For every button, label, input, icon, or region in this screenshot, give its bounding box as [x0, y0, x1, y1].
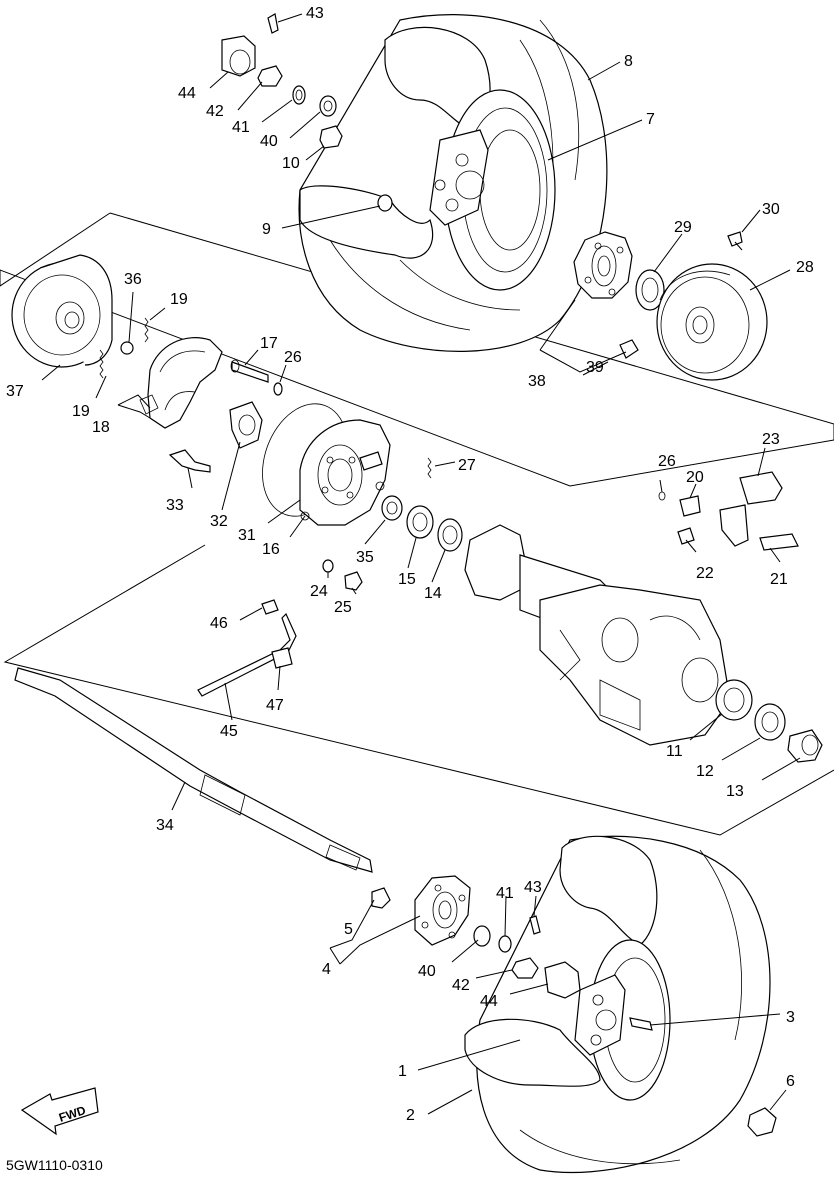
- callout-1: 1: [398, 1063, 407, 1080]
- callout-38: 38: [528, 373, 546, 390]
- callout-26-right: 26: [658, 453, 676, 470]
- callout-20: 20: [686, 469, 704, 486]
- callout-26-left: 26: [284, 349, 302, 366]
- axle-housing: [464, 524, 731, 746]
- callout-34: 34: [156, 817, 174, 834]
- callout-45: 45: [220, 723, 238, 740]
- callout-23: 23: [762, 431, 780, 448]
- callout-41-lower: 41: [496, 885, 514, 902]
- callout-44-lower: 44: [480, 993, 498, 1010]
- callout-46: 46: [210, 615, 228, 632]
- backing-plate: [262, 403, 432, 526]
- callout-43: 43: [306, 5, 324, 22]
- callout-13: 13: [726, 783, 744, 800]
- callout-29: 29: [674, 219, 692, 236]
- callout-9: 9: [262, 221, 271, 238]
- leader-lines: [41, 13, 801, 1115]
- callout-14: 14: [424, 585, 442, 602]
- brake-drum-left: [11, 254, 113, 368]
- callout-17: 17: [260, 335, 278, 352]
- axle-bearings-right: [715, 679, 823, 763]
- callout-25: 25: [334, 599, 352, 616]
- axle-bearings-left: [322, 495, 463, 591]
- callout-8: 8: [624, 53, 633, 70]
- callout-16: 16: [262, 541, 280, 558]
- callout-42: 42: [206, 103, 224, 120]
- upper-hub: [573, 231, 768, 381]
- callout-27: 27: [458, 457, 476, 474]
- callout-42-lower: 42: [452, 977, 470, 994]
- brake-shoes: [99, 317, 223, 429]
- group-frame-brake: [0, 212, 834, 487]
- diagram-code: 5GW1110-0310: [6, 1157, 103, 1173]
- rear-axle-shaft: [14, 667, 373, 873]
- callout-32: 32: [210, 513, 228, 530]
- callout-19-upper: 19: [170, 291, 188, 308]
- callout-labels: 43 8 44 42 7 41 40 10 30 9 29 28 36 19 1…: [6, 5, 814, 1124]
- brake-cam-parts: [168, 359, 283, 473]
- callout-22: 22: [696, 565, 714, 582]
- callout-37: 37: [6, 383, 24, 400]
- callout-28: 28: [796, 259, 814, 276]
- callout-15: 15: [398, 571, 416, 588]
- callout-43-lower: 43: [524, 879, 542, 896]
- group-frame-axle: [3, 544, 834, 836]
- callout-44: 44: [178, 85, 196, 102]
- forward-arrow-icon: FWD: [20, 1087, 99, 1136]
- callout-5: 5: [344, 921, 353, 938]
- lower-hardware: [371, 875, 777, 1137]
- callout-19-lower: 19: [72, 403, 90, 420]
- callout-12: 12: [696, 763, 714, 780]
- callout-3: 3: [786, 1009, 795, 1026]
- callout-4: 4: [322, 961, 331, 978]
- callout-18: 18: [92, 419, 110, 436]
- callout-40: 40: [260, 133, 278, 150]
- callout-41: 41: [232, 119, 250, 136]
- callout-6: 6: [786, 1073, 795, 1090]
- callout-30: 30: [762, 201, 780, 218]
- upper-hardware: [221, 13, 393, 212]
- callout-21: 21: [770, 571, 788, 588]
- callout-31: 31: [238, 527, 256, 544]
- callout-33: 33: [166, 497, 184, 514]
- callout-2: 2: [406, 1107, 415, 1124]
- callout-39: 39: [586, 359, 604, 376]
- callout-36: 36: [124, 271, 142, 288]
- callout-24: 24: [310, 583, 328, 600]
- callout-11: 11: [666, 743, 683, 760]
- callout-40-lower: 40: [418, 963, 436, 980]
- upper-rim: [429, 89, 556, 291]
- callout-10: 10: [282, 155, 300, 172]
- callout-47: 47: [266, 697, 284, 714]
- callout-7: 7: [646, 111, 655, 128]
- callout-35: 35: [356, 549, 374, 566]
- brake-lever: [658, 471, 799, 551]
- brake-pipe: [197, 599, 297, 697]
- lower-rim: [574, 939, 671, 1101]
